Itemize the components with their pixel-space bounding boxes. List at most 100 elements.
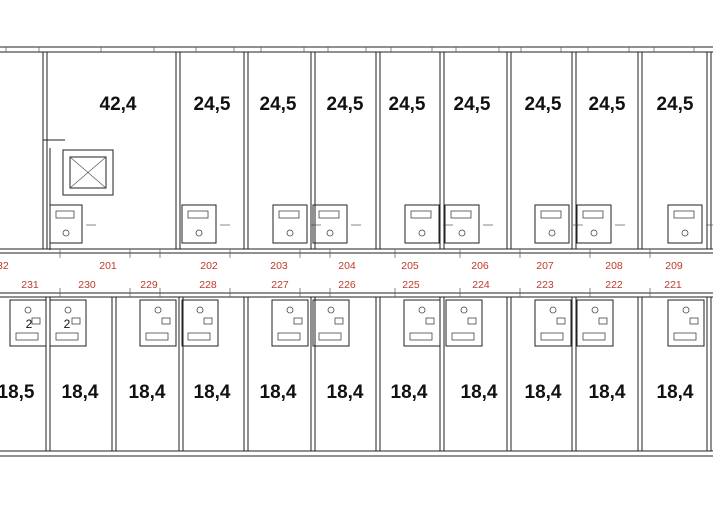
bathroom-area: 2	[26, 317, 33, 331]
toilet	[64, 306, 72, 314]
room-area: 18,4	[62, 382, 99, 403]
toilet	[591, 306, 599, 314]
toilet	[326, 229, 334, 237]
toilet	[327, 306, 335, 314]
bathroom-wall	[272, 204, 308, 244]
bottom-room-224[interactable]: 224 18,4	[461, 279, 498, 403]
room-number: 202	[200, 260, 218, 272]
bathroom-wall	[534, 204, 570, 244]
top-room-204[interactable]: 24,5 204	[327, 94, 364, 272]
room-area: 24,5	[657, 94, 694, 115]
toilet	[682, 306, 690, 314]
room-number: 224	[472, 279, 490, 291]
bathtub	[187, 210, 209, 219]
room-number: 221	[664, 279, 682, 291]
bathtub	[410, 210, 432, 219]
bathroom-wall	[576, 204, 612, 244]
room-number: 225	[402, 279, 420, 291]
room-number: 223	[536, 279, 554, 291]
bathroom-area: 2	[64, 317, 71, 331]
toilet	[154, 306, 162, 314]
bottom-room-225[interactable]: 225 18,4	[391, 279, 428, 403]
bathroom-wall	[271, 299, 309, 347]
toilet	[590, 229, 598, 237]
room-area: 18,4	[327, 382, 364, 403]
room-area: 18,5	[0, 382, 35, 403]
toilet	[196, 306, 204, 314]
room-area: 18,4	[589, 382, 626, 403]
room-area: 24,5	[525, 94, 562, 115]
bottom-room-226[interactable]: 226 18,4	[327, 279, 364, 403]
toilet	[418, 306, 426, 314]
top-room-206[interactable]: 24,5 206	[454, 94, 491, 272]
room-number: 201	[99, 260, 117, 272]
bottom-room-231[interactable]: 231 2 18,5	[0, 279, 39, 403]
bathroom-wall	[49, 299, 87, 347]
bathroom-wall	[181, 299, 219, 347]
bottom-room-221[interactable]: 221 18,4	[657, 279, 694, 403]
room-number: 205	[401, 260, 419, 272]
toilet	[548, 229, 556, 237]
bathroom-wall	[403, 299, 441, 347]
bathtub	[450, 210, 472, 219]
room-area: 24,5	[454, 94, 491, 115]
bathtub	[451, 332, 475, 341]
bathroom-wall	[667, 204, 703, 244]
bathroom-fixtures	[9, 204, 713, 347]
bottom-room-230[interactable]: 230 2 18,4	[62, 279, 99, 403]
room-area: 18,4	[461, 382, 498, 403]
sink	[689, 317, 699, 325]
top-room-205[interactable]: 24,5 205	[389, 94, 426, 272]
bottom-room-229[interactable]: 229 18,4	[129, 279, 166, 403]
bathtub	[582, 210, 604, 219]
bottom-room-222[interactable]: 222 18,4	[589, 279, 626, 403]
top-room-208[interactable]: 24,5 208	[589, 94, 626, 272]
room-number: 231	[21, 279, 39, 291]
top-room-207[interactable]: 24,5 207	[525, 94, 562, 272]
bathroom-wall	[139, 299, 177, 347]
room-number: 208	[605, 260, 623, 272]
bathroom-wall	[404, 204, 440, 244]
room-area: 18,4	[525, 382, 562, 403]
room-number: 227	[271, 279, 289, 291]
room-number: 222	[605, 279, 623, 291]
room-area: 24,5	[260, 94, 297, 115]
sink	[71, 317, 81, 325]
top-room-202[interactable]: 24,5 202	[194, 94, 231, 272]
room-area: 18,4	[260, 382, 297, 403]
bathroom-wall	[181, 204, 217, 244]
room-area: 24,5	[327, 94, 364, 115]
bathroom-wall	[534, 299, 572, 347]
top-room-203[interactable]: 24,5 203	[260, 94, 297, 272]
bathtub	[55, 332, 79, 341]
elevator-car	[69, 156, 107, 189]
toilet	[460, 306, 468, 314]
sink	[425, 317, 435, 325]
top-room-209[interactable]: 24,5 209	[657, 94, 694, 272]
sink	[293, 317, 303, 325]
toilet	[458, 229, 466, 237]
room-number-partial: 32	[0, 260, 9, 272]
bottom-room-223[interactable]: 223 18,4	[525, 279, 562, 403]
bottom-room-227[interactable]: 227 18,4	[260, 279, 297, 403]
room-area: 18,4	[129, 382, 166, 403]
bathroom-wall	[444, 204, 480, 244]
bathroom-wall	[445, 299, 483, 347]
room-number: 226	[338, 279, 356, 291]
top-room-201[interactable]: 42,4 201	[99, 94, 137, 272]
toilet	[62, 229, 70, 237]
bottom-room-228[interactable]: 228 18,4	[194, 279, 231, 403]
bathtub	[15, 332, 39, 341]
bathtub	[318, 210, 340, 219]
bathtub	[540, 210, 562, 219]
bathtub	[673, 210, 695, 219]
sink	[203, 317, 213, 325]
elevator-cross	[69, 156, 107, 189]
bathtub	[187, 332, 211, 341]
room-area: 24,5	[194, 94, 231, 115]
room-area: 18,4	[657, 382, 694, 403]
room-number: 229	[140, 279, 158, 291]
toilet	[681, 229, 689, 237]
toilet	[418, 229, 426, 237]
